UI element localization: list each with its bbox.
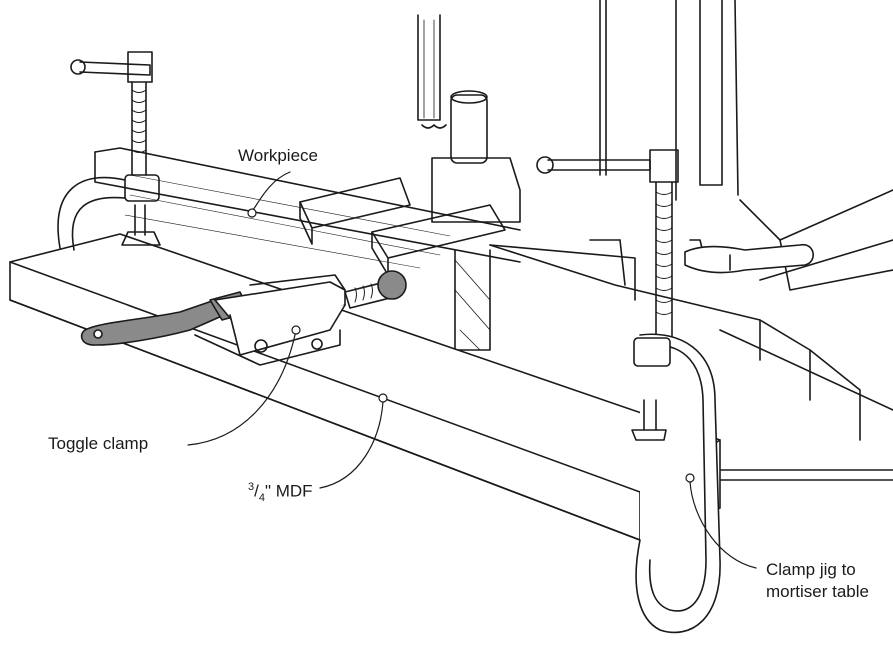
label-mdf-den: 4 xyxy=(258,492,265,505)
leader-lines xyxy=(187,171,757,569)
label-clamp-jig-line1: Clamp jig to xyxy=(766,560,856,579)
clamp-jig-dot xyxy=(685,473,695,483)
label-workpiece: Workpiece xyxy=(238,146,318,165)
mdf-leader xyxy=(319,401,384,489)
workpiece-board xyxy=(94,147,521,269)
label-mdf: 3/4" MDF xyxy=(248,481,313,505)
label-toggle-clamp: Toggle clamp xyxy=(48,434,149,453)
label-mdf-num: 3 xyxy=(248,481,255,493)
toggle-clamp-leader xyxy=(187,334,296,446)
mdf-base xyxy=(9,233,721,541)
right-c-clamp xyxy=(536,149,814,634)
label-mdf-rest: " MDF xyxy=(264,481,313,501)
left-c-clamp xyxy=(57,51,161,251)
label-clamp-jig-line2: mortiser table xyxy=(766,582,869,601)
workpiece-leader xyxy=(252,171,291,211)
hold-down-assembly xyxy=(299,90,861,441)
clamp-jig-leader xyxy=(689,481,757,569)
toggle-clamp xyxy=(80,270,407,366)
workpiece-dot xyxy=(247,208,257,218)
toggle-clamp-dot xyxy=(291,325,301,335)
mdf-dot xyxy=(378,393,388,403)
